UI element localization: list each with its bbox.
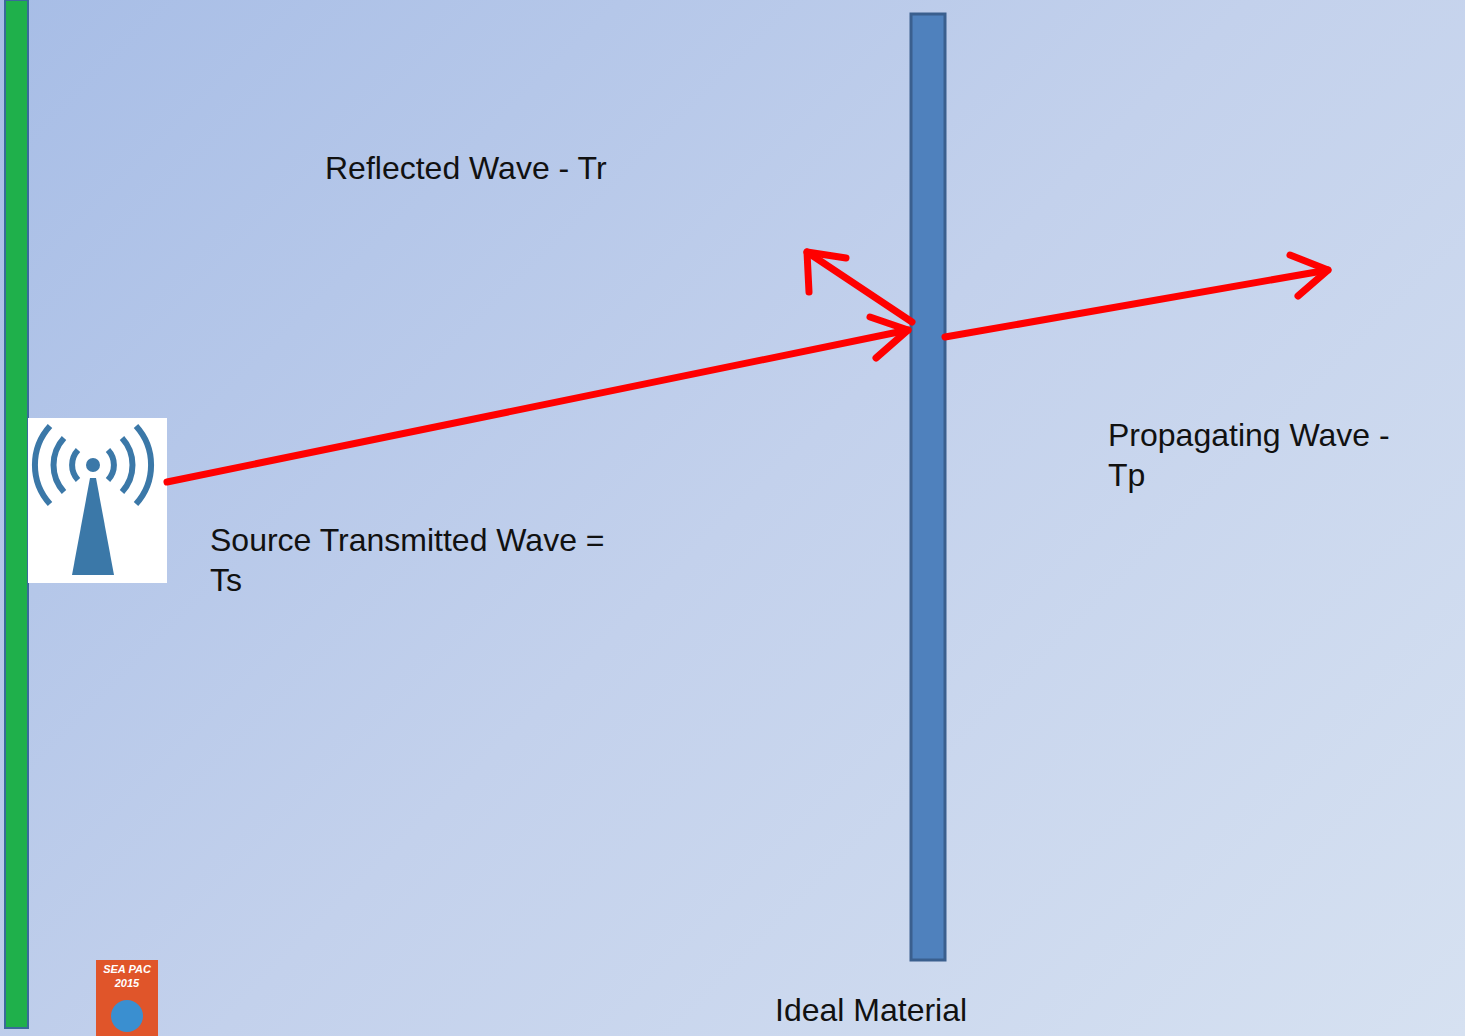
logo-text: 2015 <box>97 977 157 989</box>
wave-label: Source Transmitted Wave = Ts <box>210 520 610 600</box>
wave-label: Reflected Wave - Tr <box>325 148 745 188</box>
wave-label: Propagating Wave - Tp <box>1108 415 1408 495</box>
back-wall <box>5 0 28 1028</box>
logo-text: SEA PAC <box>97 963 157 975</box>
material-label: Ideal Material <box>775 990 1075 1030</box>
material-bar <box>911 14 945 960</box>
antenna-icon <box>28 418 167 583</box>
logo <box>96 960 158 1036</box>
